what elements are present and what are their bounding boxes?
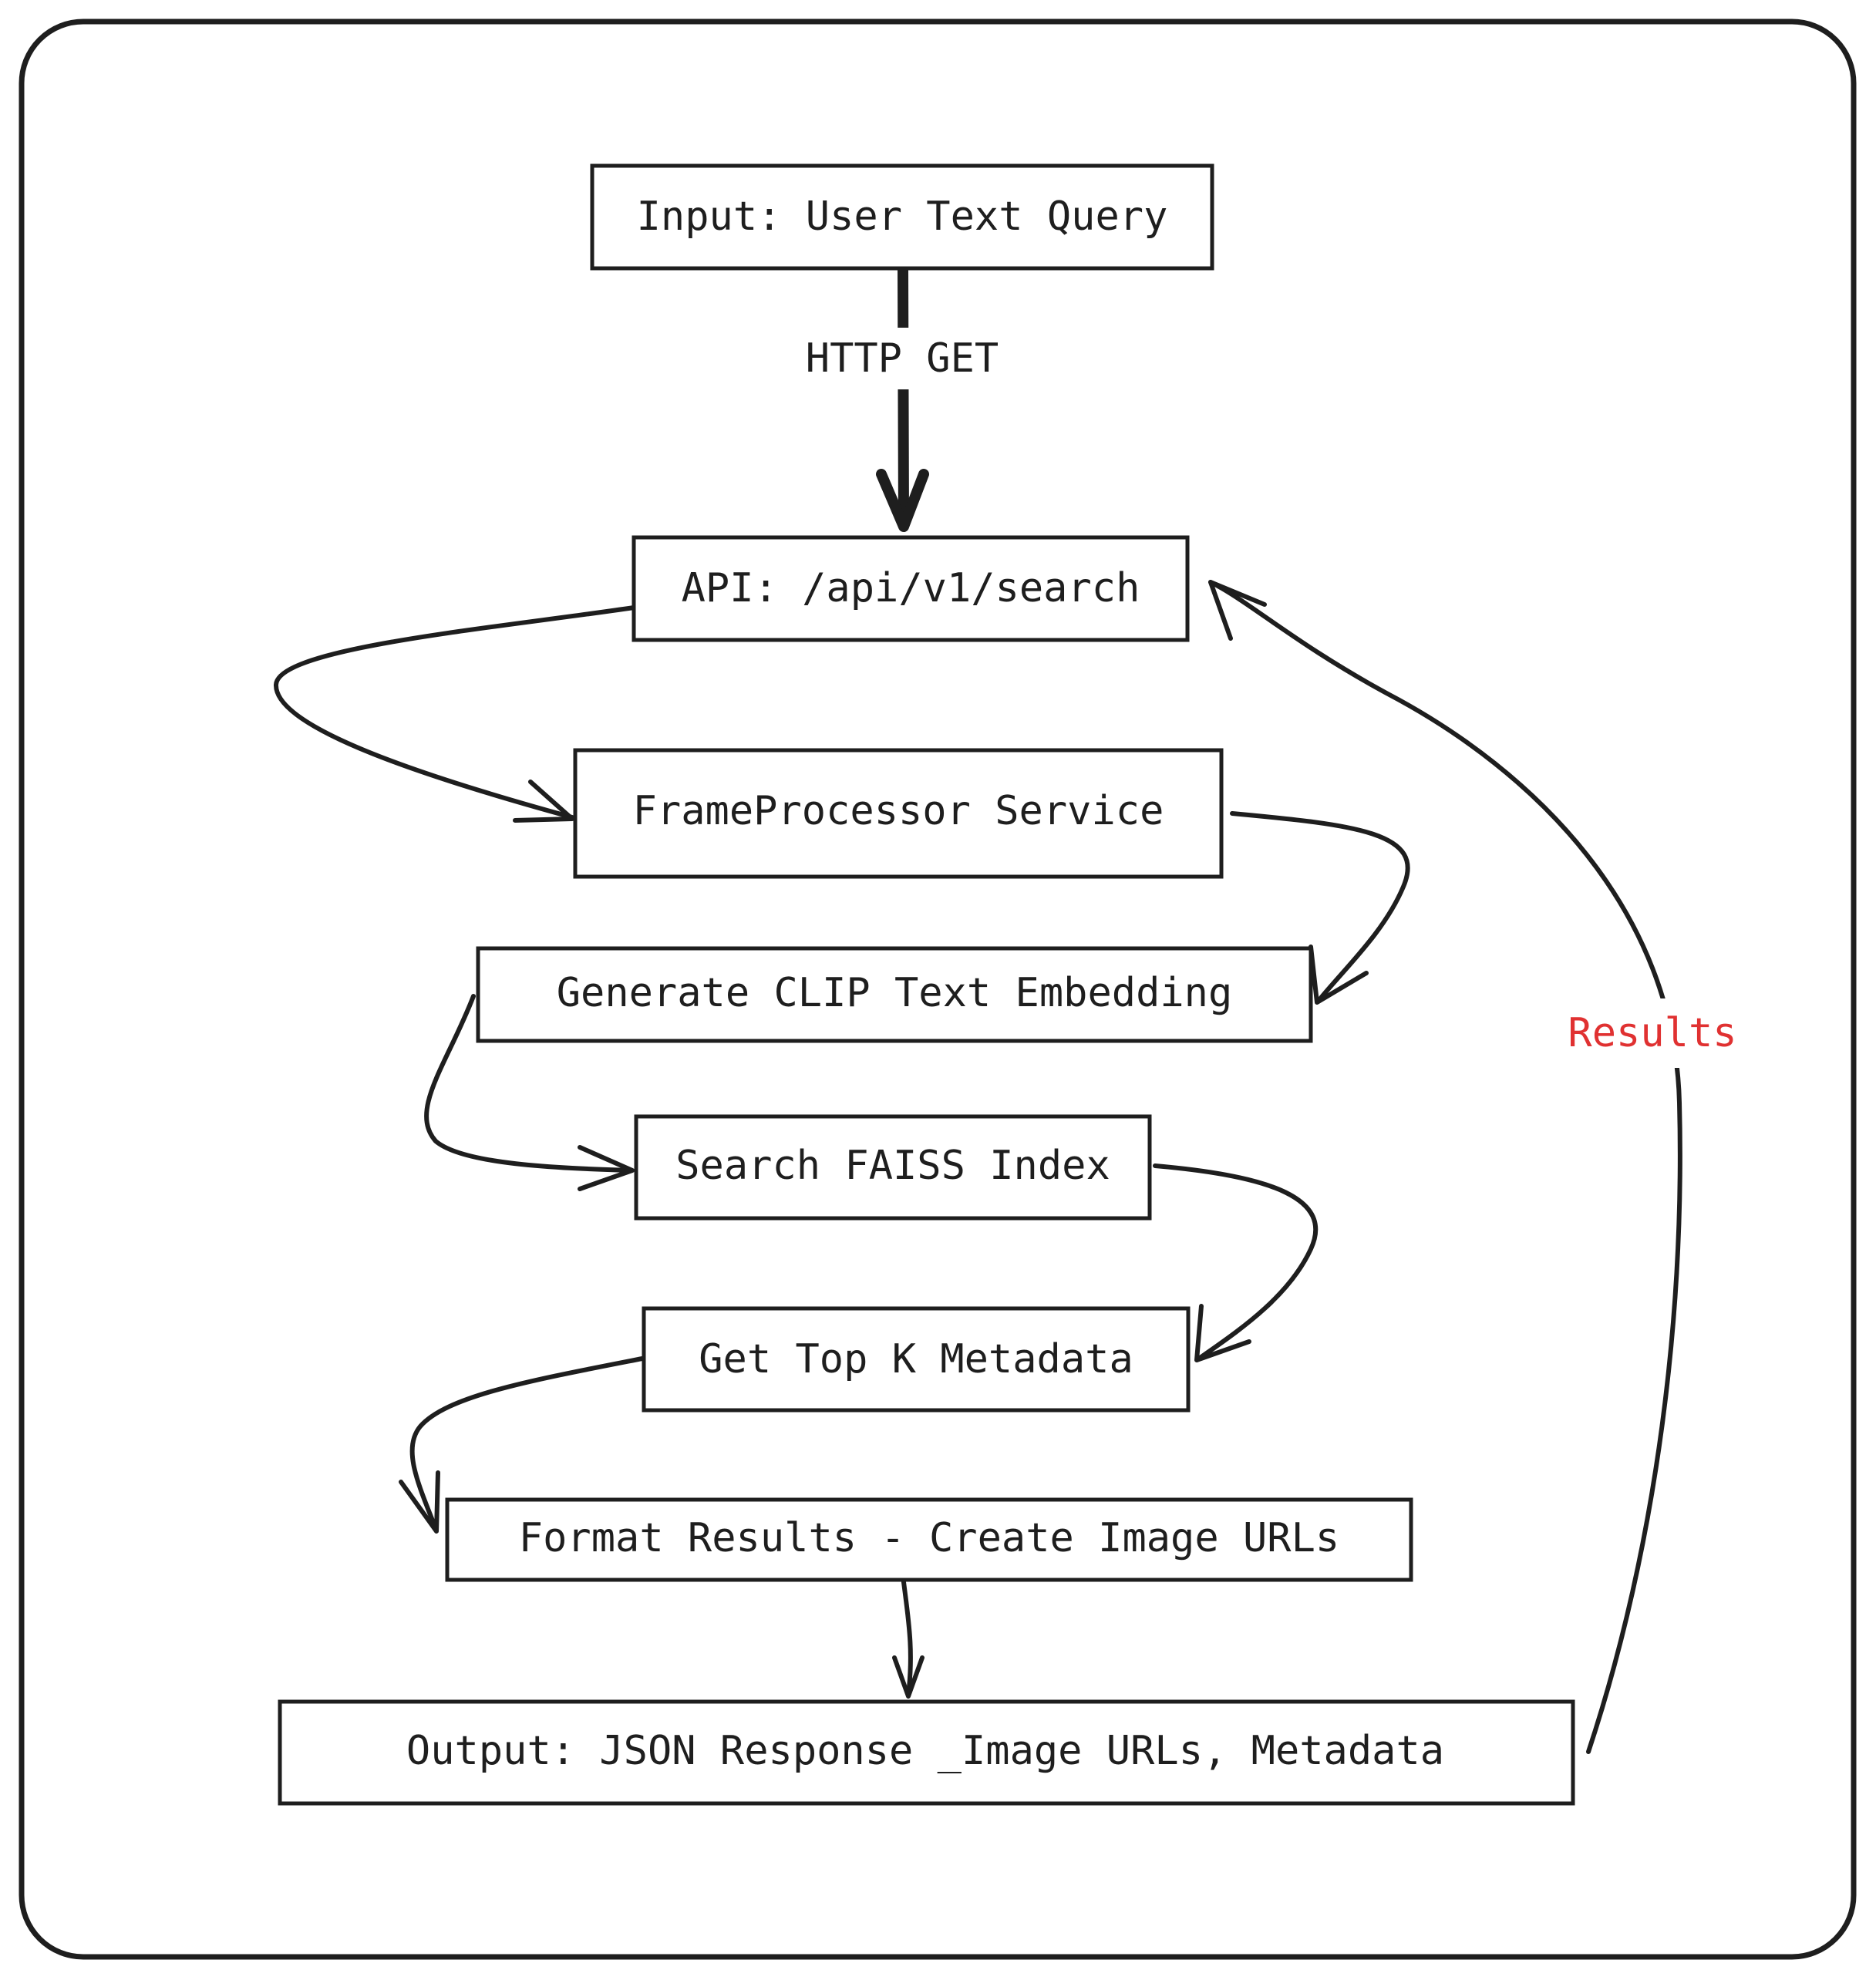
node-clip-label: Generate CLIP Text Embedding [557, 970, 1233, 1016]
node-clip: Generate CLIP Text Embedding [476, 946, 1313, 1043]
edge-output-to-api-results [1208, 580, 1682, 1754]
node-output: Output: JSON Response _Image URLs, Metad… [278, 1699, 1575, 1806]
node-metadata: Get Top K Metadata [642, 1306, 1191, 1413]
edge-clip-to-faiss [424, 994, 635, 1191]
node-format: Format Results - Create Image URLs [445, 1497, 1413, 1582]
node-format-label: Format Results - Create Image URLs [519, 1515, 1339, 1561]
node-input-label: Input: User Text Query [637, 194, 1168, 240]
node-frameprocessor: FrameProcessor Service [573, 748, 1224, 879]
edge-format-to-output [892, 1580, 925, 1699]
edge-api-to-frameprocessor [273, 605, 636, 823]
edge-metadata-to-format [399, 1356, 645, 1534]
edge-faiss-to-metadata [1153, 1163, 1319, 1362]
http-get-label: HTTP GET [806, 335, 999, 382]
node-input: Input: User Text Query [590, 163, 1214, 271]
node-output-label: Output: JSON Response _Image URLs, Metad… [406, 1728, 1444, 1774]
results-label-bg [1554, 998, 1762, 1068]
node-api-label: API: /api/v1/search [682, 565, 1140, 611]
node-frameprocessor-label: FrameProcessor Service [633, 788, 1164, 834]
edge-input-to-api [876, 264, 929, 532]
node-metadata-label: Get Top K Metadata [699, 1336, 1133, 1382]
node-faiss-label: Search FAISS Index [675, 1143, 1110, 1189]
http-get-label-bg [759, 328, 1045, 389]
edge-frameprocessor-to-clip [1230, 811, 1410, 1005]
node-faiss: Search FAISS Index [634, 1114, 1152, 1221]
node-api: API: /api/v1/search [632, 535, 1190, 642]
results-label: Results [1568, 1010, 1736, 1056]
